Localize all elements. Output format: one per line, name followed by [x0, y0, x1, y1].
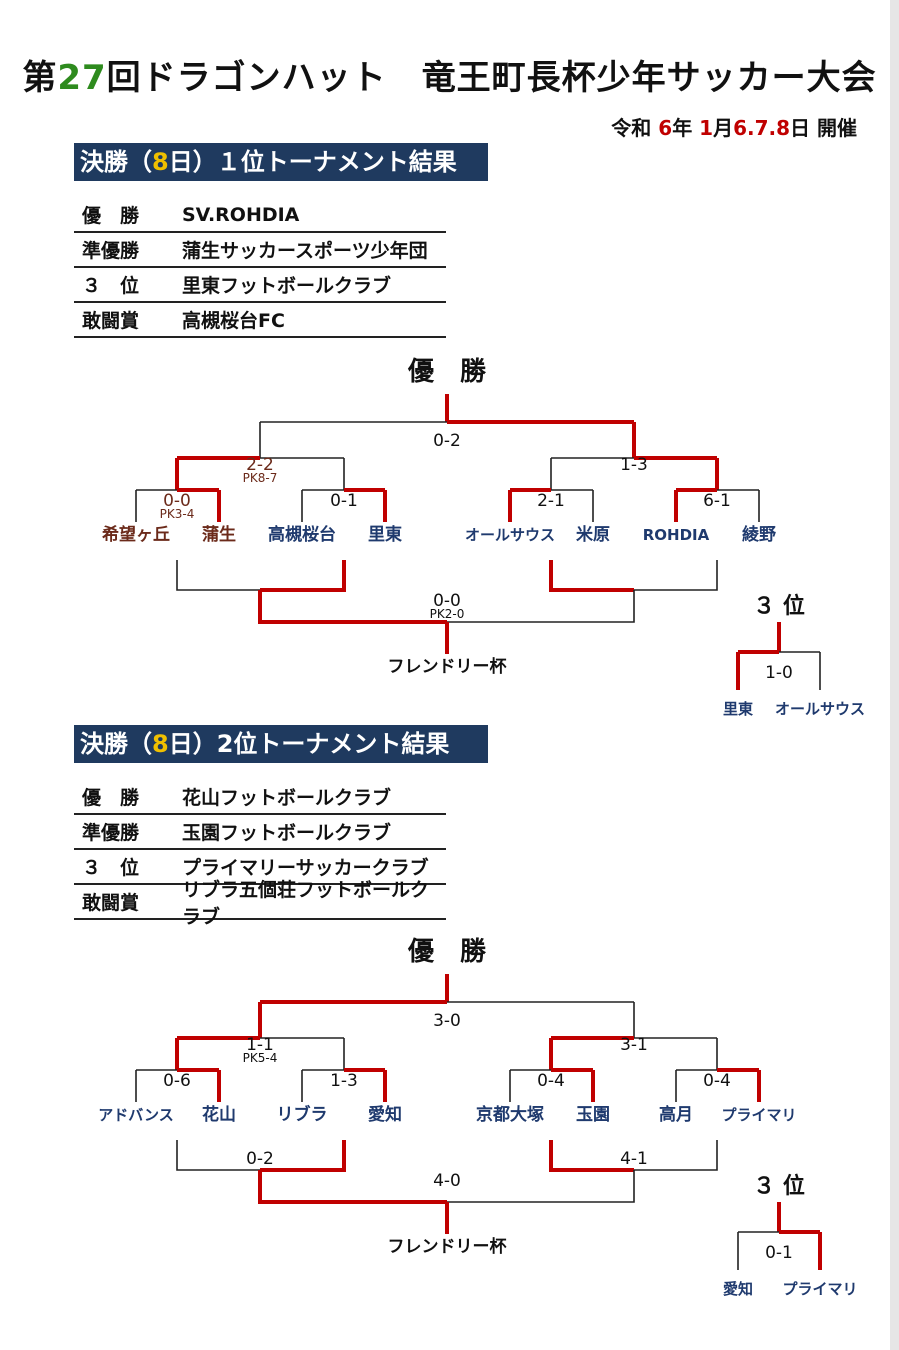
team-name: 米原 [576, 524, 610, 545]
third-place-score: 0-1 [765, 1243, 793, 1263]
result-row: 敢闘賞リブラ五個荘フットボールクラブ [74, 879, 446, 928]
r1-score: 0-4 [703, 1071, 731, 1091]
team-name: 高槻桜台 [268, 524, 336, 545]
team-name: 玉園 [576, 1105, 610, 1125]
team-name: 愛知 [368, 1104, 402, 1125]
friendly-final-pk: PK2-0 [430, 607, 465, 621]
team-name: 京都大塚 [476, 1104, 544, 1125]
final-score: 3-0 [433, 1011, 461, 1031]
result-row: 敢闘賞高槻桜台FC [74, 303, 446, 338]
r1-score: 0-0 [163, 491, 191, 511]
bracket-line-friendly-left-b [260, 1140, 346, 1172]
result-row: 優 勝花山フットボールクラブ [74, 780, 446, 815]
results-table-2nd: 優 勝花山フットボールクラブ 準優勝玉園フットボールクラブ ３ 位プライマリーサ… [74, 780, 446, 928]
team-name: プライマリ [721, 1106, 796, 1124]
team-name: 里東 [368, 524, 402, 545]
section-header-2nd-tournament: 決勝（8日）2位トーナメント結果 [74, 725, 488, 763]
r1-score: 6-1 [703, 491, 731, 511]
sf-score: 3-1 [620, 1035, 648, 1055]
bracket-line-friendly-final-right [447, 590, 635, 623]
page-title: 第27回ドラゴンハット 竜王町長杯少年サッカー大会 [0, 50, 899, 99]
team-name: 蒲生 [202, 524, 236, 545]
team-name: 綾野 [742, 524, 776, 545]
team-name: リブラ [277, 1104, 328, 1125]
team-name: アドバンス [98, 1106, 173, 1124]
r1-score: 0-6 [163, 1071, 191, 1091]
champion-label: 優 勝 [407, 937, 487, 967]
team-name: 希望ヶ丘 [102, 524, 170, 545]
result-row: 準優勝蒲生サッカースポーツ少年団 [74, 233, 446, 268]
champion-label: 優 勝 [407, 357, 487, 387]
third-place-team: 里東 [723, 700, 753, 718]
bracket-line-friendly-right-a [549, 1140, 634, 1172]
title-suffix: 回ドラゴンハット 竜王町長杯少年サッカー大会 [106, 58, 877, 98]
bracket-line-friendly-right-b [634, 560, 718, 591]
sf-score: 2-2 [246, 455, 274, 475]
third-place-team: プライマリ [782, 1280, 857, 1298]
sf-pk-score: PK8-7 [243, 471, 278, 485]
result-row: ３ 位プライマリーサッカークラブ [74, 850, 446, 885]
title-number: 27 [57, 58, 107, 98]
third-place-team: 愛知 [723, 1280, 753, 1298]
bracket-line-friendly-right-a [549, 560, 634, 592]
r1-score: 0-4 [537, 1071, 565, 1091]
third-place-team: オールサウス [775, 700, 865, 718]
page-edge-shadow [890, 0, 899, 1350]
bracket-line-friendly-final-left [258, 1170, 447, 1204]
team-name: ROHDIA [643, 526, 710, 544]
bracket-line-friendly-final-right [447, 1170, 635, 1203]
bracket-line-friendly-left-b [260, 560, 346, 592]
section-header-1st-tournament: 決勝（8日）１位トーナメント結果 [74, 143, 488, 181]
friendly-final-score: 4-0 [433, 1171, 461, 1191]
event-date: 令和 6年 1月6.7.8日 開催 [611, 116, 857, 140]
third-place-label: ３ 位 [753, 593, 805, 619]
r1-score: 0-1 [330, 491, 358, 511]
third-place-label: ３ 位 [753, 1173, 805, 1199]
bracket-line-friendly-right-b [634, 1140, 718, 1171]
sf-score: 1-1 [246, 1035, 274, 1055]
bracket-line-friendly-left-a [176, 560, 260, 591]
team-name: 高月 [659, 1104, 693, 1125]
team-name: 花山 [202, 1104, 236, 1125]
sf-score: 1-3 [620, 455, 648, 475]
friendly-cup-label: フレンドリー杯 [388, 1236, 507, 1257]
result-row: 準優勝玉園フットボールクラブ [74, 815, 446, 850]
r1-score: 1-3 [330, 1071, 358, 1091]
friendly-cup-label: フレンドリー杯 [388, 656, 507, 677]
friendly-score: 0-2 [246, 1149, 274, 1169]
r1-pk-score: PK3-4 [160, 507, 195, 521]
third-place-score: 1-0 [765, 663, 793, 683]
bracket-line-friendly-final-left [258, 590, 447, 624]
title-prefix: 第 [22, 58, 58, 98]
team-name: オールサウス [465, 526, 555, 544]
final-score: 0-2 [433, 431, 461, 451]
sf-pk-score: PK5-4 [243, 1051, 278, 1065]
friendly-score: 4-1 [620, 1149, 648, 1169]
result-row: ３ 位里東フットボールクラブ [74, 268, 446, 303]
friendly-final-score: 0-0 [433, 591, 461, 611]
bracket-line-friendly-left-a [176, 1140, 260, 1171]
r1-score: 2-1 [537, 491, 565, 511]
